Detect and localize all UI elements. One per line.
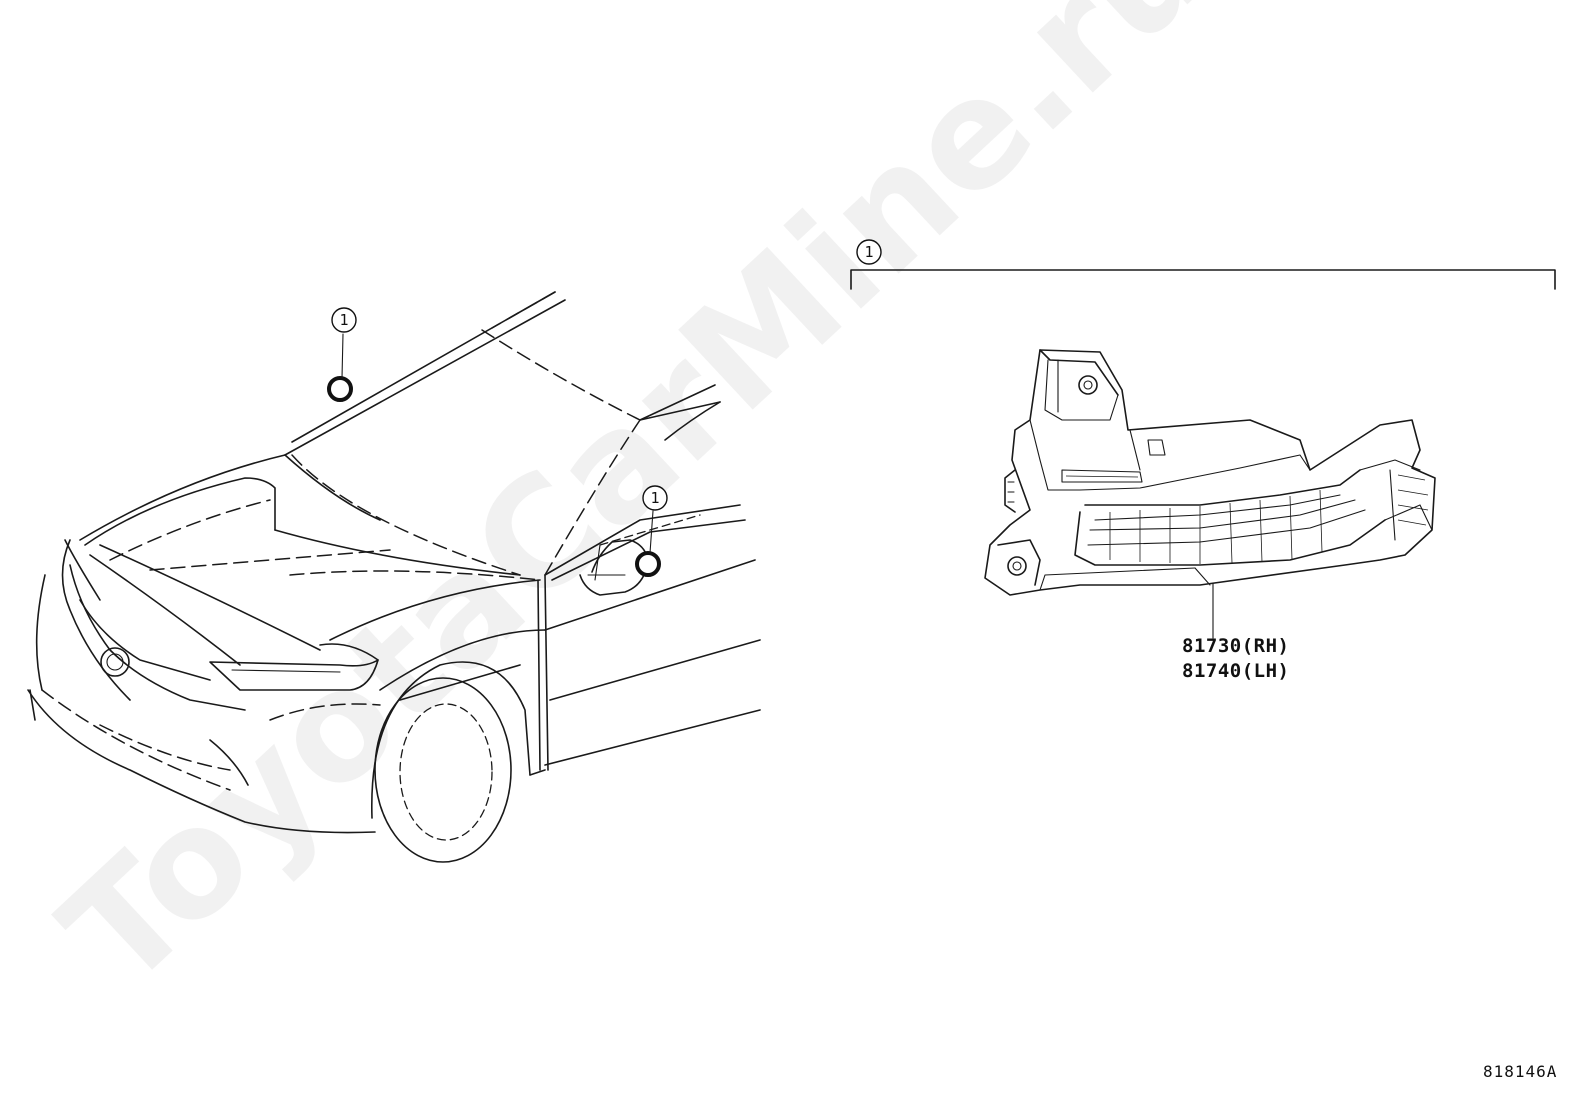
group-bracket [850, 269, 1556, 290]
callout-group-number: 1 [864, 243, 873, 261]
mirror-callout-leader [649, 510, 654, 554]
callout-mirror-number: 1 [650, 489, 659, 507]
callout-group: 1 [856, 239, 882, 265]
diagram-id: 818146A [1483, 1062, 1557, 1081]
windshield-sensor-marker [327, 376, 353, 402]
callout-windshield: 1 [331, 307, 357, 333]
part-number-rh: 81730(RH) [1182, 635, 1289, 657]
watermark: ToyotaCarMine.ru [31, 0, 1240, 1021]
callout-windshield-number: 1 [339, 311, 348, 329]
callout-mirror: 1 [642, 485, 668, 511]
mirror-sensor-marker [635, 551, 661, 577]
part-number-lh: 81740(LH) [1182, 660, 1289, 682]
car-illustration [27, 291, 761, 863]
mirror-lamp-assembly [984, 349, 1436, 596]
windshield-callout-leader [341, 333, 344, 379]
